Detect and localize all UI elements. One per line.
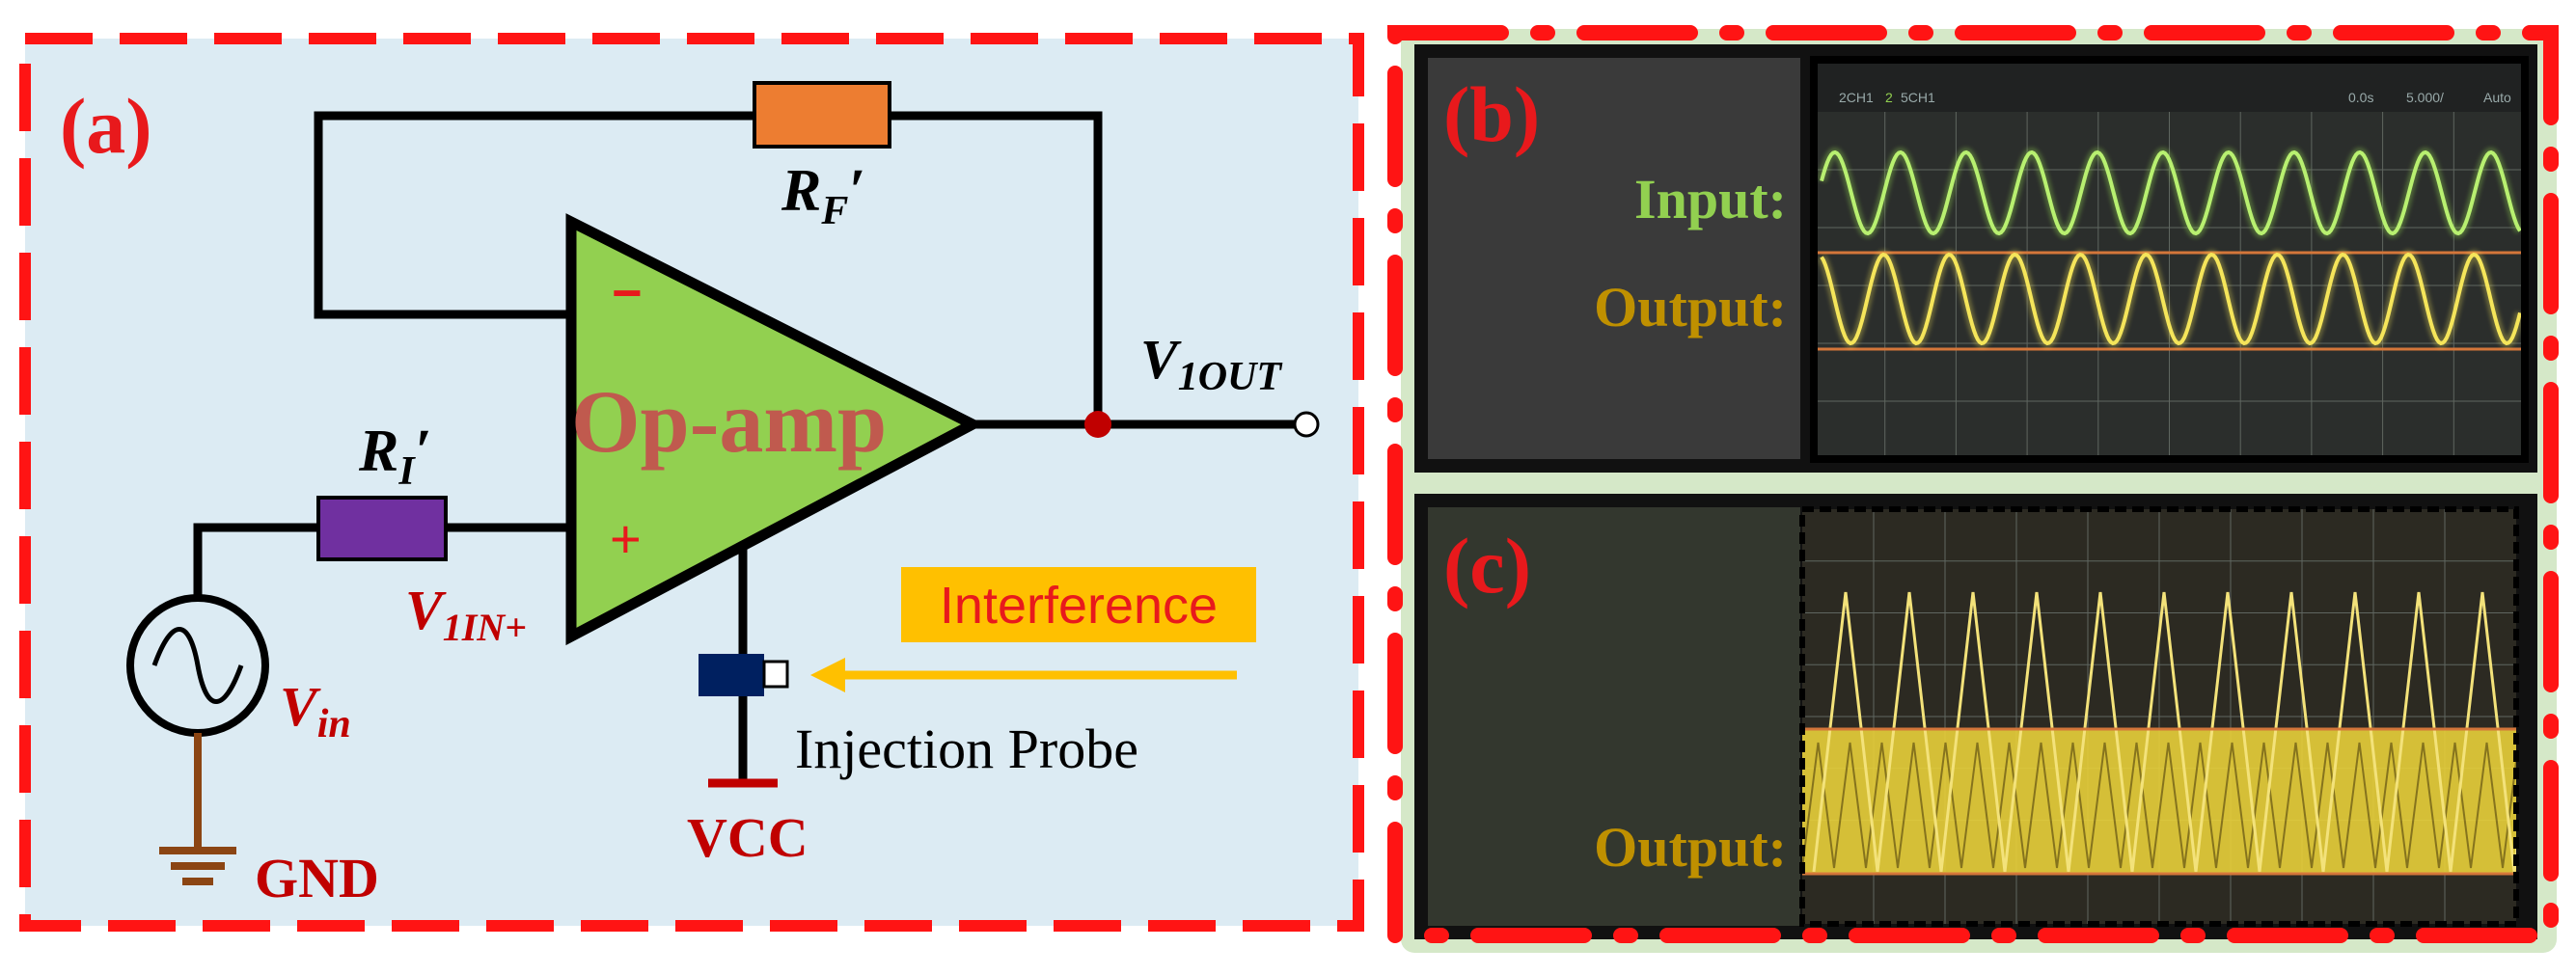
output-label-c: Output: bbox=[1594, 816, 1787, 879]
interference-box bbox=[901, 567, 1256, 642]
noise-band-waveform bbox=[1802, 742, 2516, 869]
opamp-minus-sign: − bbox=[612, 264, 643, 322]
vout-label: V1OUT bbox=[1140, 328, 1283, 399]
panel-bc: (b) Input: Output: 2CH1 2 5CH1 0.0s 5.00… bbox=[1387, 25, 2559, 953]
input-wire bbox=[193, 523, 318, 598]
panel-c: (c) Output: bbox=[1414, 494, 2537, 939]
oscilloscope-screen-b-border bbox=[1810, 56, 2529, 463]
vcc-label: VCC bbox=[687, 806, 808, 869]
scope-header-item: 2 bbox=[1885, 90, 1893, 105]
oscilloscope-screen-c-border bbox=[1799, 506, 2519, 927]
output-junction bbox=[1084, 411, 1111, 438]
scope-header: 2CH1 2 5CH1 0.0s 5.000/ Auto bbox=[1839, 90, 2511, 105]
output-terminal bbox=[1293, 411, 1320, 438]
interference-arrow-icon bbox=[810, 658, 845, 692]
rf-resistor bbox=[753, 81, 891, 149]
panel-b-label-area bbox=[1428, 58, 1800, 459]
scope-header-bar bbox=[1814, 60, 2525, 112]
scope-header-item: 2CH1 bbox=[1839, 90, 1874, 105]
scope-header-item: Auto bbox=[2483, 90, 2511, 105]
rf-label: RF′ bbox=[781, 158, 865, 233]
scope-header-item: 0.0s bbox=[2348, 90, 2373, 105]
ri-label: RI′ bbox=[358, 419, 431, 494]
opamp-label: Op-amp bbox=[571, 372, 887, 471]
panel-b-label: (b) bbox=[1443, 70, 1540, 158]
injection-probe-icon bbox=[699, 654, 764, 696]
output-label-b: Output: bbox=[1594, 276, 1787, 339]
panel-a-dashed-border bbox=[19, 33, 1364, 932]
panel-b: (b) Input: Output: 2CH1 2 5CH1 0.0s 5.00… bbox=[1414, 44, 2537, 473]
panel-a-label: (a) bbox=[60, 82, 152, 170]
scope-header-item: 5.000/ bbox=[2406, 90, 2444, 105]
ground-icon bbox=[159, 847, 236, 885]
ri-resistor bbox=[316, 496, 448, 561]
vin-label: Vin bbox=[280, 675, 351, 746]
opamp-plus-sign: + bbox=[610, 508, 642, 569]
panel-a: (a) RF′ Op-amp − + V1OUT RI′ V1IN+ Vin bbox=[19, 33, 1364, 932]
panel-bc-dashdot-border bbox=[1387, 25, 2559, 943]
input-label: Input: bbox=[1634, 168, 1787, 230]
panel-c-label: (c) bbox=[1443, 522, 1531, 609]
vin-plus-label: V1IN+ bbox=[405, 579, 527, 649]
gnd-label: GND bbox=[255, 847, 379, 909]
input-waveform bbox=[1820, 149, 2522, 236]
interference-label: Interference bbox=[940, 577, 1218, 635]
scope-header-item: 5CH1 bbox=[1901, 90, 1935, 105]
injection-probe-tip bbox=[762, 660, 789, 689]
sine-symbol bbox=[151, 627, 244, 704]
interfered-output-waveform bbox=[1812, 591, 2516, 873]
output-waveform bbox=[1820, 252, 2522, 346]
feedback-wire-right bbox=[890, 111, 1103, 424]
opamp-triangle bbox=[565, 213, 984, 646]
injection-probe-label: Injection Probe bbox=[795, 718, 1138, 780]
panel-c-label-area bbox=[1428, 507, 1800, 926]
